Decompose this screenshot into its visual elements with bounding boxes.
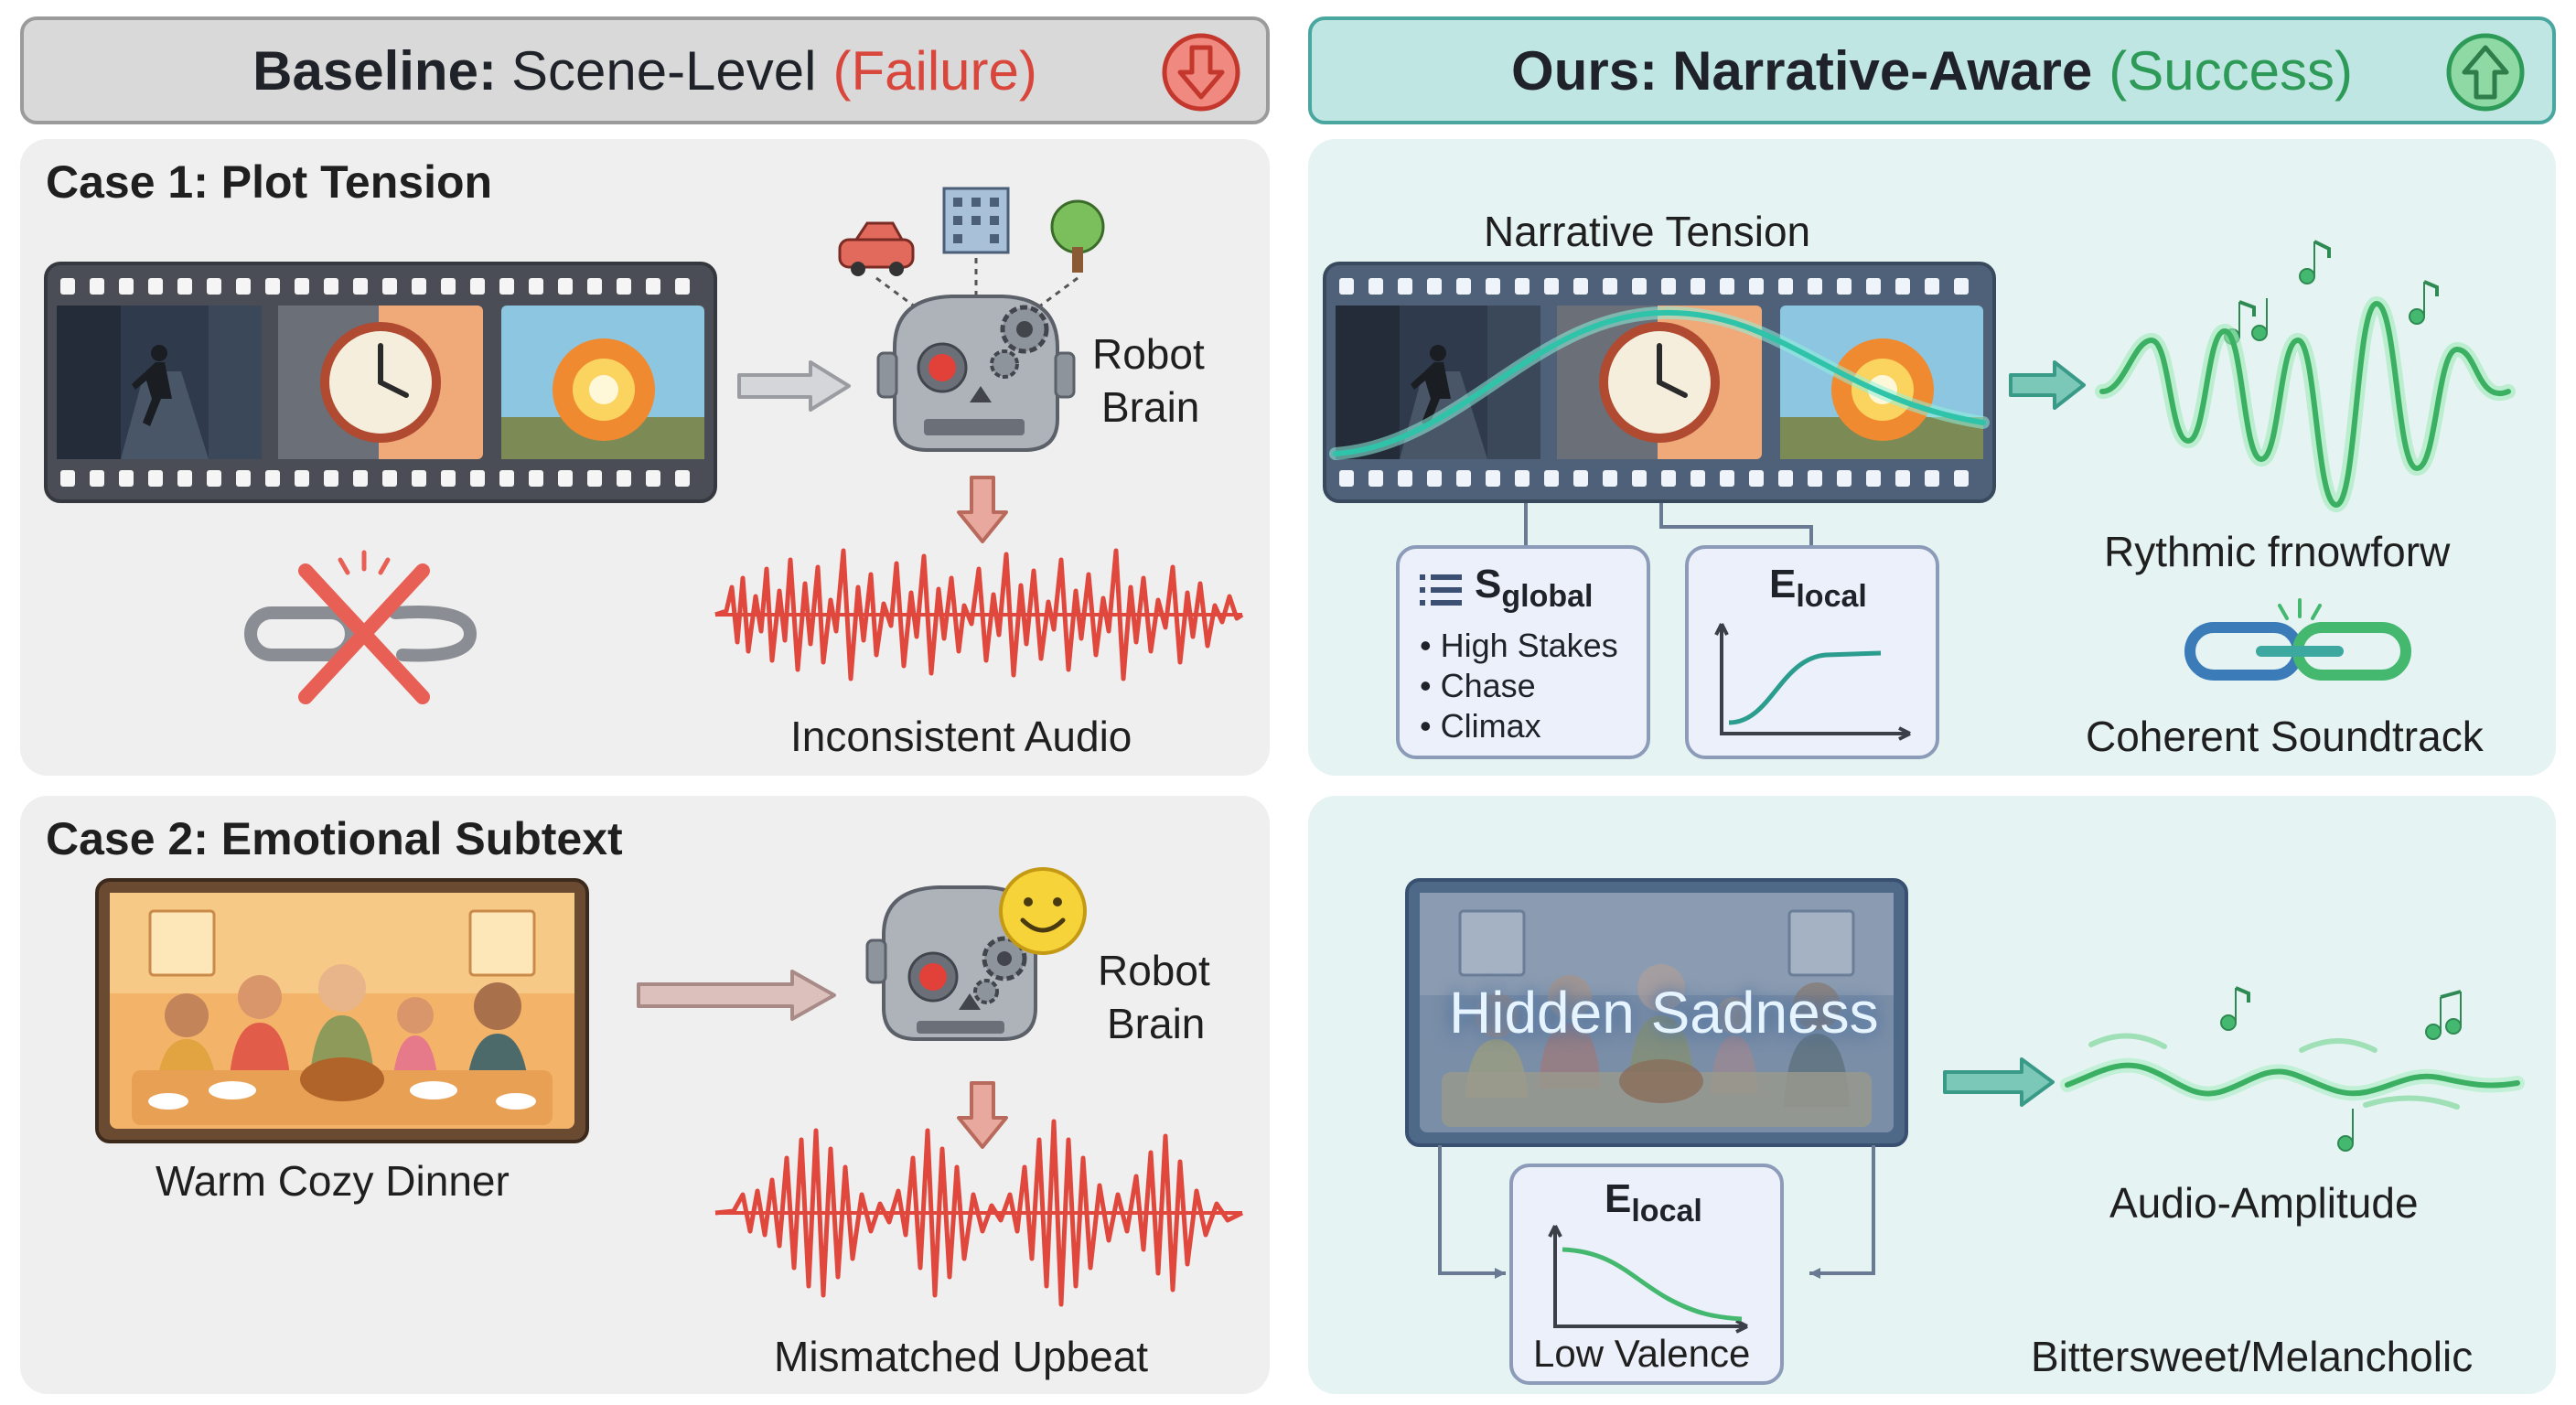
ours-subtitle: Narrative-Aware bbox=[1672, 39, 2093, 102]
e-local-valence-letter: E bbox=[1605, 1176, 1632, 1221]
scene-connectors bbox=[1438, 1145, 1875, 1279]
filmstrip-left bbox=[44, 262, 717, 503]
baseline-header: Baseline: Scene-Level (Failure) bbox=[20, 16, 1270, 124]
arrow-right-teal-2 bbox=[1943, 1057, 2055, 1107]
e-local-box: Elocal bbox=[1685, 545, 1939, 759]
s-global-box: Sglobal • High Stakes • Chase • Climax bbox=[1396, 545, 1650, 759]
down-arrow-icon bbox=[1162, 33, 1240, 112]
chain-link-icon bbox=[2184, 598, 2411, 681]
s-global-item: • Chase bbox=[1420, 667, 1536, 704]
s-global-letter: S bbox=[1475, 562, 1502, 606]
robot-brain-happy-icon bbox=[865, 867, 1087, 1041]
filmstrip-right bbox=[1323, 262, 1996, 503]
mismatched-waveform bbox=[714, 1119, 1244, 1307]
case1-robot-label-1: Robot bbox=[1092, 330, 1205, 378]
falling-curve-graph bbox=[1548, 1225, 1748, 1334]
s-global-item: • Climax bbox=[1420, 707, 1541, 745]
baseline-status: (Failure) bbox=[832, 39, 1037, 102]
arrow-right-2 bbox=[637, 970, 836, 1021]
e-local-valence-title: Elocal bbox=[1605, 1176, 1702, 1229]
baseline-subtitle: Scene-Level bbox=[510, 39, 817, 102]
dinner-scene-dim-image bbox=[1405, 878, 1908, 1147]
case2-robot-label-1: Robot bbox=[1098, 947, 1210, 994]
s-global-sub: global bbox=[1501, 579, 1594, 614]
case2-robot-label-2: Brain bbox=[1107, 1000, 1206, 1047]
rising-curve-graph bbox=[1714, 623, 1911, 741]
e-local-sub: local bbox=[1796, 579, 1867, 614]
mismatched-label: Mismatched Upbeat bbox=[774, 1333, 1149, 1380]
case1-robot-label-2: Brain bbox=[1101, 383, 1200, 431]
s-global-list: • High Stakes • Chase • Climax bbox=[1420, 626, 1618, 746]
rhythmic-label: Rythmic frnowforw bbox=[2104, 528, 2451, 575]
case1-audio-label: Inconsistent Audio bbox=[790, 713, 1132, 760]
e-local-title: Elocal bbox=[1769, 562, 1867, 615]
arrow-right-teal-1 bbox=[2009, 360, 2086, 410]
warm-dinner-label: Warm Cozy Dinner bbox=[156, 1157, 510, 1205]
up-arrow-icon bbox=[2446, 33, 2525, 112]
bittersweet-label: Bittersweet/Melancholic bbox=[2031, 1333, 2474, 1380]
robot-brain-icon bbox=[838, 187, 1105, 452]
broken-chain-icon bbox=[244, 550, 478, 704]
ours-title: Ours: bbox=[1511, 39, 1658, 102]
s-global-title: Sglobal bbox=[1475, 562, 1593, 615]
list-icon bbox=[1420, 574, 1462, 606]
case1-title: Case 1: Plot Tension bbox=[46, 156, 493, 208]
ours-status: (Success) bbox=[2109, 39, 2353, 102]
e-local-valence-sub: local bbox=[1631, 1194, 1702, 1228]
narrative-tension-label: Narrative Tension bbox=[1484, 208, 1811, 255]
low-valence-label: Low Valence bbox=[1533, 1332, 1751, 1375]
s-global-item: • High Stakes bbox=[1420, 627, 1618, 664]
dinner-scene-image bbox=[95, 878, 589, 1143]
ours-header: Ours: Narrative-Aware (Success) bbox=[1308, 16, 2556, 124]
rhythmic-waveform bbox=[2095, 240, 2516, 513]
filmstrip-connectors bbox=[1524, 503, 1813, 549]
arrow-right-1 bbox=[737, 360, 851, 412]
arrow-down-1 bbox=[957, 476, 1008, 543]
e-local-letter: E bbox=[1769, 562, 1797, 606]
baseline-title: Baseline: bbox=[252, 39, 497, 102]
audio-amplitude-label: Audio-Amplitude bbox=[2109, 1179, 2419, 1227]
inconsistent-waveform bbox=[714, 548, 1244, 681]
melancholic-waveform bbox=[2060, 986, 2525, 1152]
e-local-valence-box: Elocal Low Valence bbox=[1509, 1164, 1784, 1385]
hidden-sadness-label: Hidden Sadness bbox=[1449, 980, 1879, 1046]
soundtrack-label: Coherent Soundtrack bbox=[2086, 713, 2484, 760]
case2-title: Case 2: Emotional Subtext bbox=[46, 813, 623, 864]
arrow-down-2 bbox=[957, 1081, 1008, 1149]
